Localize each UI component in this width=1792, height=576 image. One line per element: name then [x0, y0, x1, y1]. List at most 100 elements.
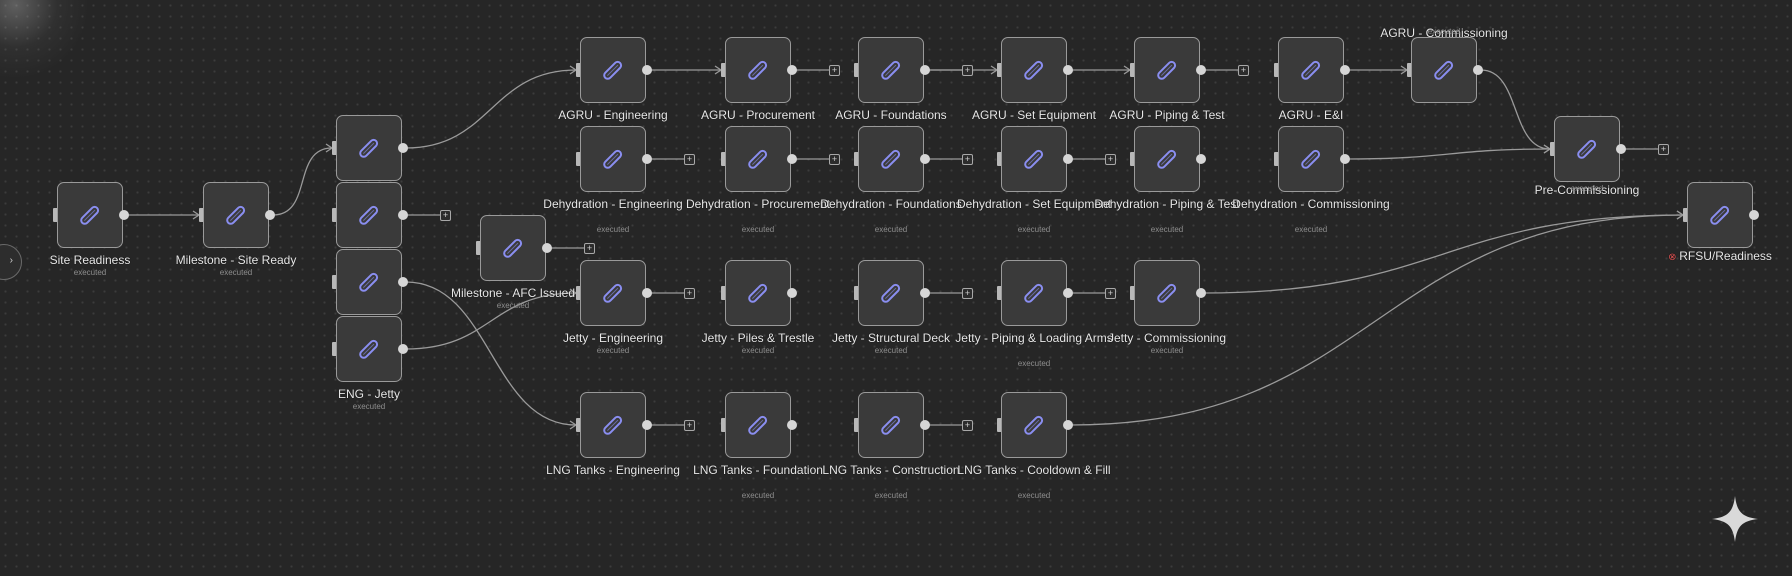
- output-port[interactable]: [1340, 65, 1350, 75]
- node-box[interactable]: [203, 182, 269, 248]
- node-box[interactable]: [725, 126, 791, 192]
- output-port[interactable]: [1063, 154, 1073, 164]
- input-port[interactable]: [53, 208, 58, 222]
- output-port[interactable]: [787, 154, 797, 164]
- node-box[interactable]: [1278, 37, 1344, 103]
- node-agru-piping-test[interactable]: AGRU - Piping & Test: [1109, 37, 1225, 122]
- output-port[interactable]: [787, 420, 797, 430]
- node-box[interactable]: [1554, 116, 1620, 182]
- add-node-button[interactable]: +: [829, 154, 840, 165]
- connection-agru-commissioning-to-pre-commissioning[interactable]: [1480, 69, 1551, 150]
- output-port[interactable]: [787, 288, 797, 298]
- node-agru-ei[interactable]: AGRU - E&I: [1274, 37, 1350, 122]
- node-box[interactable]: [1001, 392, 1067, 458]
- input-port[interactable]: [1274, 152, 1279, 166]
- add-node-button[interactable]: +: [584, 243, 595, 254]
- input-port[interactable]: [1130, 286, 1135, 300]
- node-eng-dehydration[interactable]: [332, 182, 408, 248]
- output-port[interactable]: [1473, 65, 1483, 75]
- node-box[interactable]: [1134, 126, 1200, 192]
- output-port[interactable]: [1063, 65, 1073, 75]
- output-port[interactable]: [642, 288, 652, 298]
- output-port[interactable]: [265, 210, 275, 220]
- output-port[interactable]: [1749, 210, 1759, 220]
- connection-dehy-commissioning-to-pre-commissioning[interactable]: [1347, 148, 1551, 160]
- input-port[interactable]: [332, 342, 337, 356]
- output-port[interactable]: [642, 420, 652, 430]
- node-box[interactable]: [336, 316, 402, 382]
- add-node-button[interactable]: +: [1238, 65, 1249, 76]
- add-node-button[interactable]: +: [962, 154, 973, 165]
- node-box[interactable]: [336, 182, 402, 248]
- add-node-button[interactable]: +: [1105, 288, 1116, 299]
- add-node-button[interactable]: +: [1105, 154, 1116, 165]
- output-port[interactable]: [642, 154, 652, 164]
- node-box[interactable]: [1001, 37, 1067, 103]
- node-lng-engineering[interactable]: LNG Tanks - Engineering: [546, 392, 680, 477]
- input-port[interactable]: [997, 286, 1002, 300]
- connection-milestone-site-ready-to-eng-agru[interactable]: [272, 147, 333, 216]
- output-port[interactable]: [398, 344, 408, 354]
- add-node-button[interactable]: +: [684, 420, 695, 431]
- output-port[interactable]: [920, 420, 930, 430]
- input-port[interactable]: [476, 241, 481, 255]
- node-box[interactable]: [725, 392, 791, 458]
- add-node-button[interactable]: +: [829, 65, 840, 76]
- add-node-button[interactable]: +: [962, 420, 973, 431]
- input-port[interactable]: [1550, 142, 1555, 156]
- output-port[interactable]: [1196, 288, 1206, 298]
- input-port[interactable]: [1274, 63, 1279, 77]
- output-port[interactable]: [398, 210, 408, 220]
- output-port[interactable]: [920, 154, 930, 164]
- output-port[interactable]: [1616, 144, 1626, 154]
- output-port[interactable]: [542, 243, 552, 253]
- add-node-button[interactable]: +: [440, 210, 451, 221]
- node-box[interactable]: [858, 37, 924, 103]
- node-box[interactable]: [580, 37, 646, 103]
- node-box[interactable]: [580, 392, 646, 458]
- node-eng-agru[interactable]: [332, 115, 408, 181]
- node-box[interactable]: [336, 249, 402, 315]
- node-agru-set-equipment[interactable]: AGRU - Set Equipment: [972, 37, 1096, 122]
- output-port[interactable]: [1063, 288, 1073, 298]
- output-port[interactable]: [119, 210, 129, 220]
- node-agru-engineering[interactable]: AGRU - Engineering: [558, 37, 668, 122]
- input-port[interactable]: [332, 208, 337, 222]
- node-box[interactable]: [1278, 126, 1344, 192]
- node-box[interactable]: [1001, 260, 1067, 326]
- node-box[interactable]: [57, 182, 123, 248]
- input-port[interactable]: [1130, 63, 1135, 77]
- input-port[interactable]: [721, 418, 726, 432]
- node-box[interactable]: [580, 126, 646, 192]
- input-port[interactable]: [721, 286, 726, 300]
- input-port[interactable]: [1407, 63, 1412, 77]
- node-box[interactable]: [725, 37, 791, 103]
- input-port[interactable]: [854, 418, 859, 432]
- input-port[interactable]: [332, 141, 337, 155]
- input-port[interactable]: [854, 63, 859, 77]
- output-port[interactable]: [787, 65, 797, 75]
- node-box[interactable]: [1001, 126, 1067, 192]
- input-port[interactable]: [576, 418, 581, 432]
- output-port[interactable]: [1063, 420, 1073, 430]
- node-box[interactable]: [1687, 182, 1753, 248]
- node-box[interactable]: [858, 392, 924, 458]
- add-node-button[interactable]: +: [962, 65, 973, 76]
- input-port[interactable]: [854, 152, 859, 166]
- input-port[interactable]: [332, 275, 337, 289]
- node-rfsu[interactable]: ⊗ RFSU/Readiness: [1668, 182, 1772, 263]
- node-agru-foundations[interactable]: AGRU - Foundations: [835, 37, 947, 122]
- input-port[interactable]: [576, 63, 581, 77]
